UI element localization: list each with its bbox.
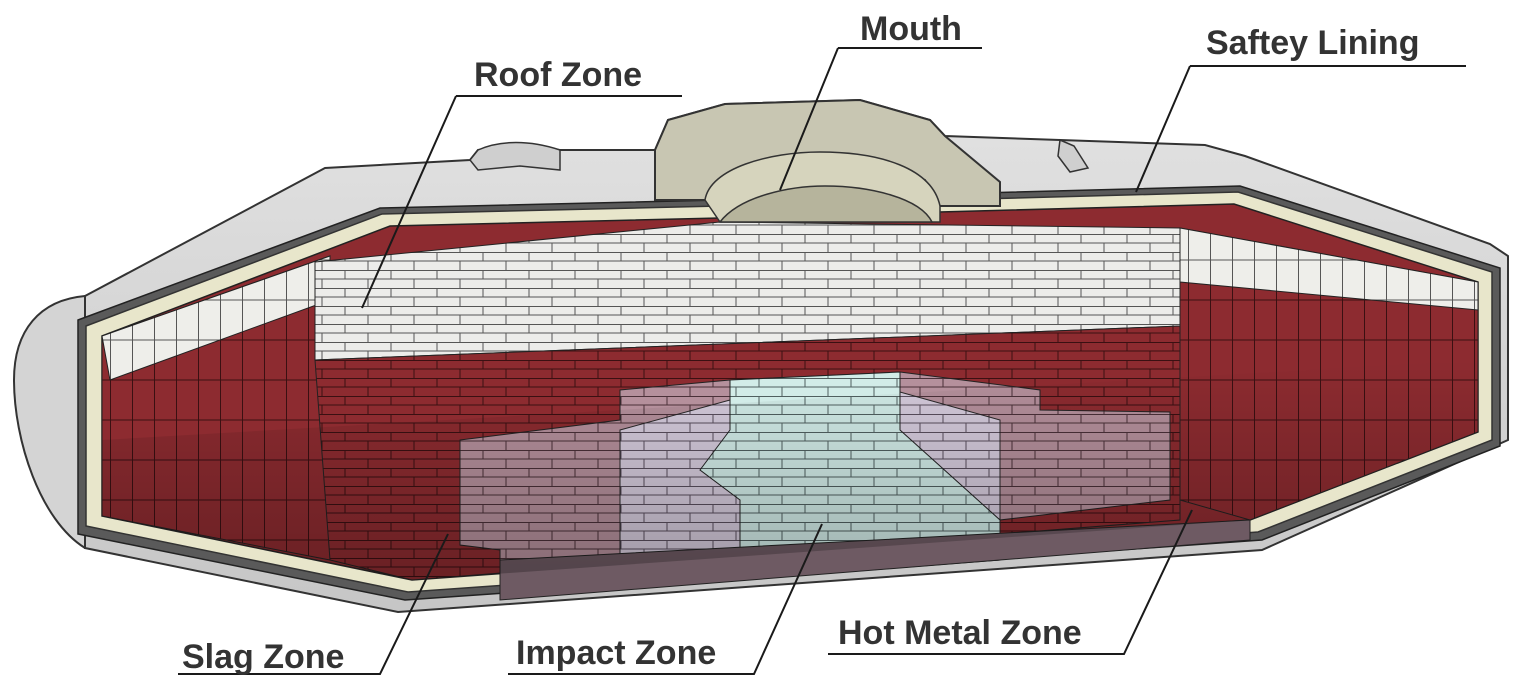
working-lining xyxy=(101,203,1479,601)
mouth-label: Mouth xyxy=(860,10,962,48)
impact-zone-label: Impact Zone xyxy=(516,634,716,672)
slag-zone-label: Slag Zone xyxy=(182,638,344,676)
mouth-leader xyxy=(779,47,982,191)
roof-zone-bricks xyxy=(314,221,1181,361)
hot-metal-zone-leader xyxy=(828,509,1193,655)
cavity-bottom-shade xyxy=(102,360,1478,580)
callout-labels: Mouth Roof Zone Saftey Lining Slag Zone … xyxy=(182,10,1419,676)
safety-lining-label: Saftey Lining xyxy=(1206,24,1419,62)
roof-zone-leader xyxy=(361,95,682,309)
hot-metal-zone-label: Hot Metal Zone xyxy=(838,614,1082,652)
roof-zone-label: Roof Zone xyxy=(474,56,642,94)
impact-zone-leader xyxy=(508,523,823,675)
converter-mouth xyxy=(469,98,1090,223)
leader-lines xyxy=(178,47,1466,675)
safety-lining-leader xyxy=(1135,65,1466,193)
slag-zone-leader xyxy=(178,533,449,675)
